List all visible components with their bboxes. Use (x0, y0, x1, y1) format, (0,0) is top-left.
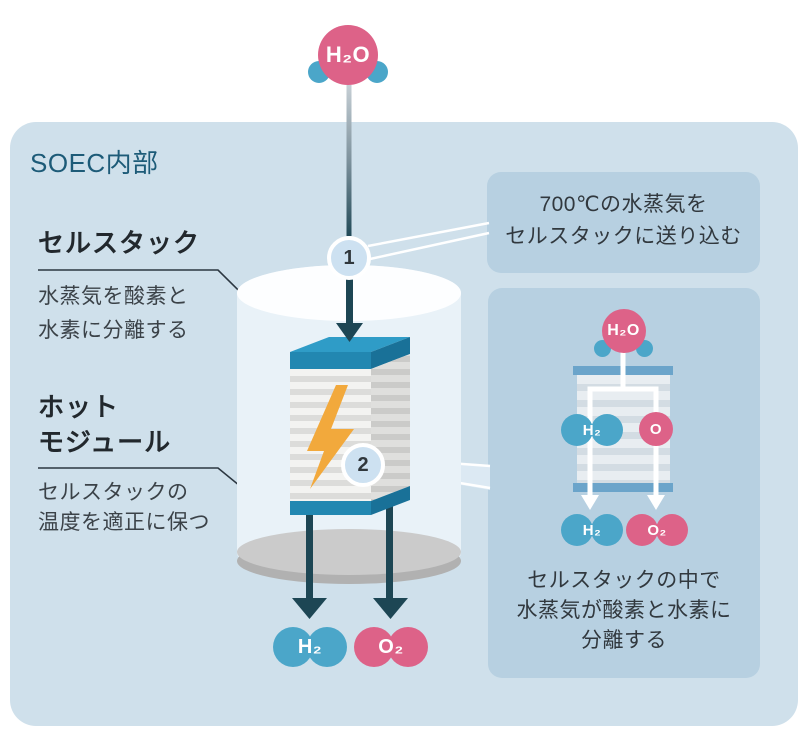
h2o-molecule-inlet: H₂O (308, 25, 388, 85)
step1-callout-line1: 700℃の水蒸気を (539, 193, 708, 216)
o-atom-split: O (639, 412, 673, 446)
hotmodule-heading: ホット モジュール (38, 392, 172, 457)
step2-badge: 2 (341, 443, 385, 487)
h2-molecule-outlet: H₂ (273, 627, 347, 667)
step2-caption: セルスタックの中で 水蒸気が酸素と水素に 分離する (516, 569, 732, 652)
h2-molecule-mini-out: H₂ (561, 514, 623, 546)
step1-callout-line2: セルスタックに送り込む (505, 225, 742, 248)
h2-molecule-split: H₂ (561, 414, 623, 446)
step1-callout-card: 700℃の水蒸気を セルスタックに送り込む (487, 172, 760, 273)
hotmodule-description: セルスタックの 温度を適正に保つ (38, 481, 210, 534)
cellstack-heading: セルスタック (38, 228, 201, 258)
o2-molecule-mini-out: O₂ (626, 514, 688, 546)
page-title: SOEC内部 (30, 148, 159, 178)
cellstack-description: 水蒸気を酸素と 水素に分離する (38, 285, 189, 342)
step1-callout-text: 700℃の水蒸気を セルスタックに送り込む (487, 172, 760, 253)
h2o-molecule-mini: H₂O (594, 309, 653, 357)
step1-badge: 1 (327, 236, 371, 280)
o2-molecule-outlet: O₂ (354, 627, 428, 667)
